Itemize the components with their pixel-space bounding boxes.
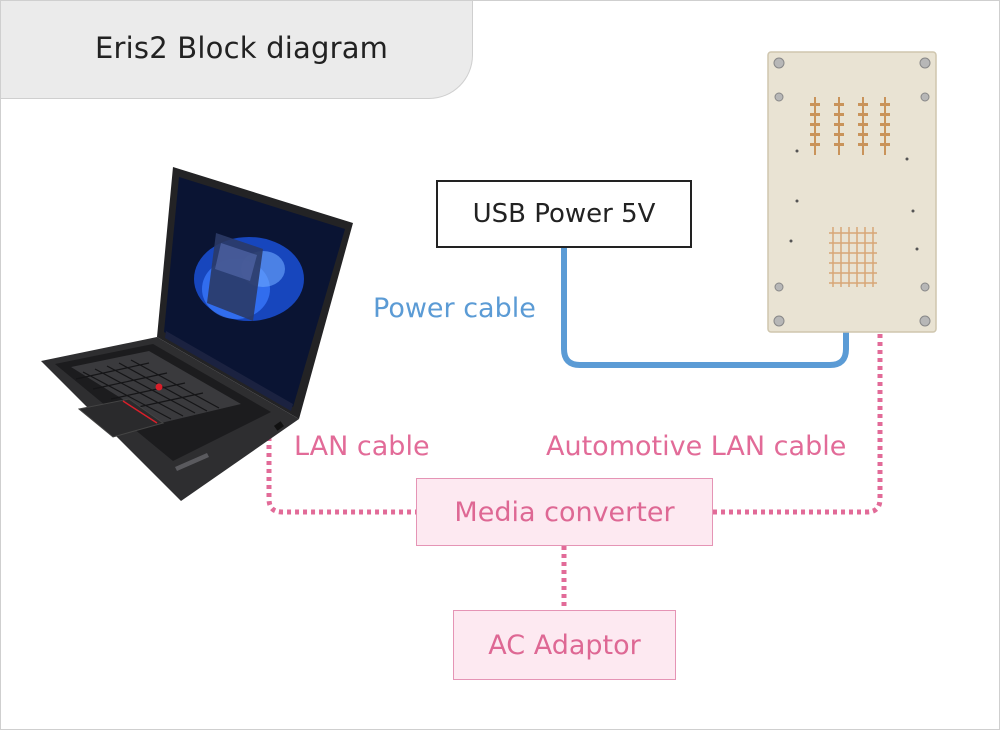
title-tab: Eris2 Block diagram bbox=[1, 1, 473, 99]
lan-cable-label: LAN cable bbox=[294, 431, 430, 462]
power-cable-line bbox=[561, 245, 849, 368]
power-cable-label: Power cable bbox=[373, 293, 536, 324]
usb-power-box: USB Power 5V bbox=[436, 180, 692, 248]
diagram-title: Eris2 Block diagram bbox=[95, 31, 389, 65]
usb-power-label: USB Power 5V bbox=[472, 199, 656, 229]
automotive-lan-cable-label: Automotive LAN cable bbox=[546, 431, 847, 462]
ac-adaptor-label: AC Adaptor bbox=[488, 629, 641, 661]
laptop-image bbox=[41, 167, 353, 501]
sensor-board-image bbox=[767, 51, 937, 333]
media-converter-label: Media converter bbox=[454, 496, 675, 528]
lan-cable-line bbox=[266, 429, 416, 515]
media-converter-box: Media converter bbox=[416, 478, 713, 546]
ac-adaptor-box: AC Adaptor bbox=[453, 610, 676, 680]
automotive-lan-cable-line bbox=[713, 331, 883, 515]
